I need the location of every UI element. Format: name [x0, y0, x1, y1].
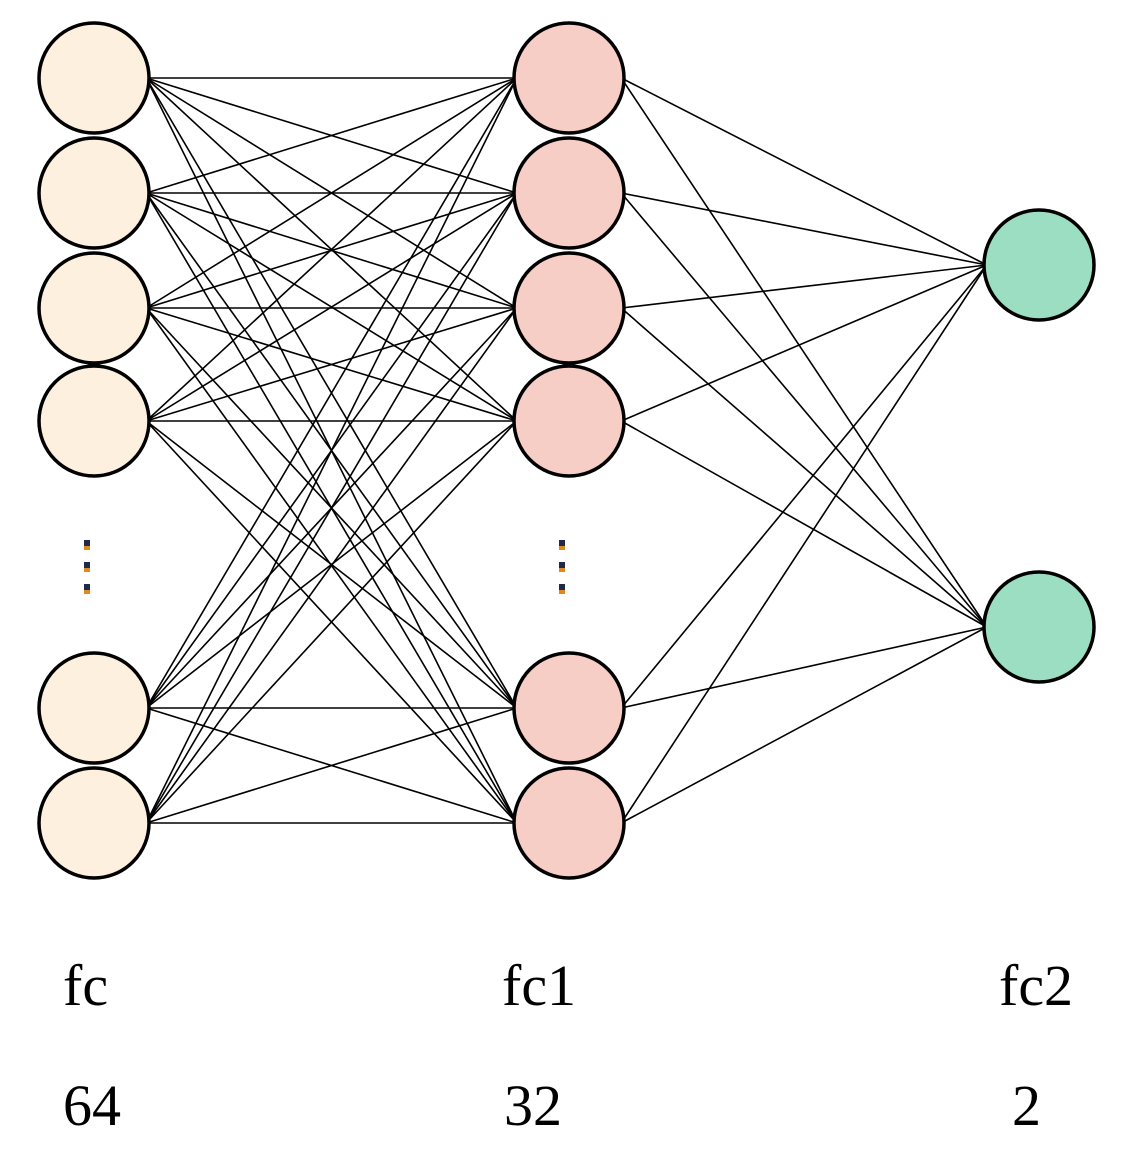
neuron-fc1-3: [512, 364, 626, 478]
neurons: [37, 21, 1096, 880]
ellipsis-dot-fc-1: [84, 562, 90, 568]
edge-fc-5-to-fc1-2: [145, 307, 518, 824]
layer-name-fc: fc: [63, 953, 108, 1018]
edge-fc1-2-to-fc2-0: [621, 264, 987, 309]
layer-size-fc: 64: [63, 1073, 121, 1138]
edge-fc-5-to-fc1-1: [145, 192, 518, 824]
edge-fc-3-to-fc1-1: [145, 192, 518, 422]
ellipsis-fc: [84, 540, 90, 594]
edge-fc1-1-to-fc2-1: [620, 192, 988, 628]
neuron-fc1-2: [512, 251, 626, 365]
ellipses: [84, 540, 565, 594]
neuron-fc2-0: [982, 208, 1096, 322]
ellipsis-dot-accent-fc1-2: [559, 590, 565, 594]
edge-fc1-4-to-fc2-1: [621, 626, 987, 709]
edge-fc1-4-to-fc2-0: [620, 264, 988, 709]
edge-fc-5-to-fc1-3: [145, 420, 518, 824]
ellipsis-dot-accent-fc1-0: [559, 546, 565, 550]
neuron-fc-5: [37, 766, 151, 880]
edge-fc1-1-to-fc2-0: [621, 192, 987, 266]
ellipsis-dot-accent-fc-0: [84, 546, 90, 550]
edge-fc1-0-to-fc2-1: [620, 77, 988, 628]
neuron-fc2-1: [982, 570, 1096, 684]
edge-fc1-2-to-fc2-1: [620, 307, 988, 628]
ellipsis-dot-accent-fc-1: [84, 568, 90, 572]
neuron-fc1-5: [512, 766, 626, 880]
neuron-fc-4: [37, 651, 151, 765]
ellipsis-dot-accent-fc-2: [84, 590, 90, 594]
edge-fc-4-to-fc1-0: [145, 77, 518, 709]
layer-name-fc1: fc1: [502, 953, 576, 1018]
layer-labels: fc 64 fc1 32 fc2 2: [63, 953, 1073, 1138]
neuron-fc1-4: [512, 651, 626, 765]
edge-fc1-0-to-fc2-0: [620, 77, 988, 266]
edge-fc1-3-to-fc2-1: [620, 420, 988, 628]
ellipsis-fc1: [559, 540, 565, 594]
layer-size-fc1: 32: [504, 1073, 562, 1138]
edge-fc-3-to-fc1-0: [145, 77, 518, 422]
ellipsis-dot-fc-2: [84, 584, 90, 590]
ellipsis-dot-fc1-0: [559, 540, 565, 546]
neuron-fc-0: [37, 21, 151, 135]
layer-size-fc2: 2: [1012, 1073, 1041, 1138]
connections: [145, 77, 988, 824]
edge-fc1-5-to-fc2-1: [620, 626, 988, 824]
ellipsis-dot-accent-fc1-1: [559, 568, 565, 572]
neuron-fc1-1: [512, 136, 626, 250]
edge-fc-5-to-fc1-4: [146, 707, 517, 824]
edge-fc-5-to-fc1-0: [145, 77, 518, 824]
neuron-fc-1: [37, 136, 151, 250]
ellipsis-dot-fc1-2: [559, 584, 565, 590]
edge-fc1-5-to-fc2-0: [620, 264, 988, 824]
layer-name-fc2: fc2: [999, 953, 1073, 1018]
neuron-fc-2: [37, 251, 151, 365]
edge-fc-3-to-fc1-2: [146, 307, 517, 422]
neuron-fc-3: [37, 364, 151, 478]
edge-fc1-3-to-fc2-0: [620, 264, 988, 422]
edge-fc-1-to-fc1-0: [146, 77, 517, 194]
ellipsis-dot-fc-0: [84, 540, 90, 546]
edge-fc-2-to-fc1-0: [145, 77, 518, 309]
ellipsis-dot-fc1-1: [559, 562, 565, 568]
neuron-fc1-0: [512, 21, 626, 135]
